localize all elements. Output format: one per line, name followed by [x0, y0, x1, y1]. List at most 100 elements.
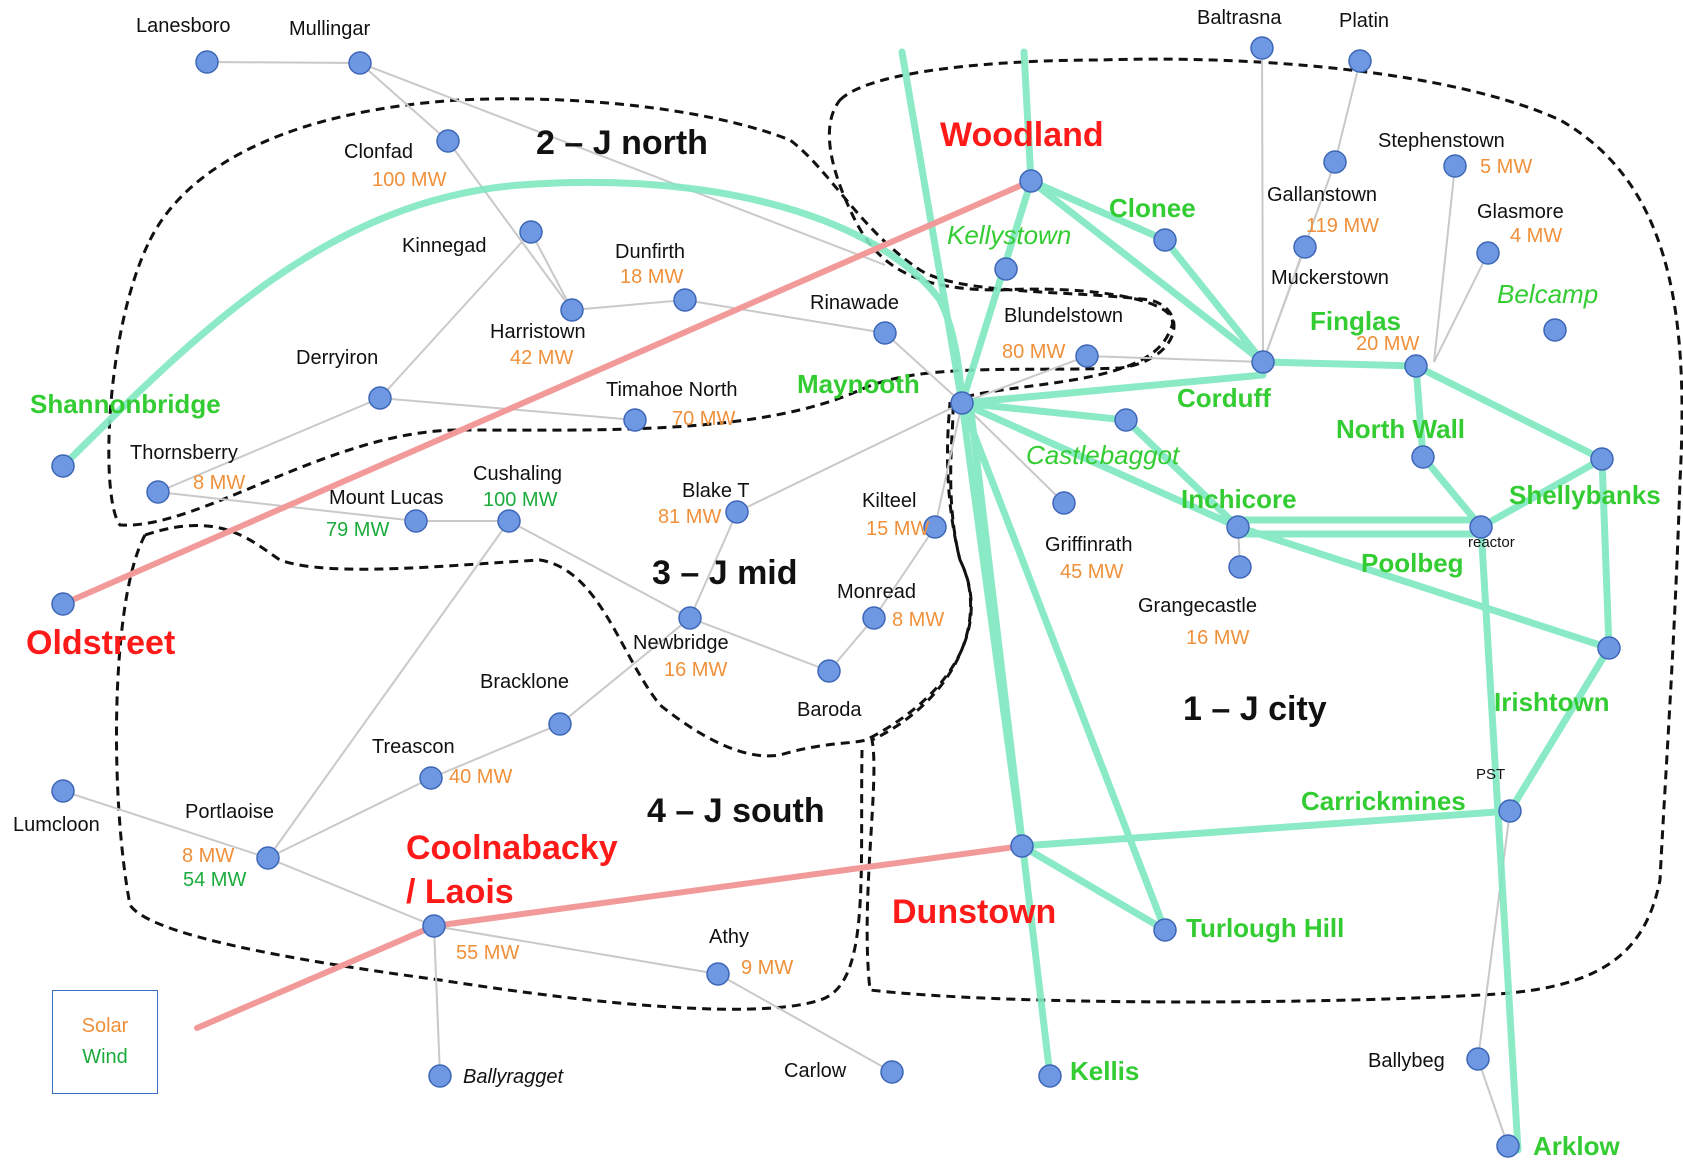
label-poolbeg: Poolbeg — [1361, 548, 1464, 578]
label-kellis: Kellis — [1070, 1056, 1140, 1086]
node-athy — [706, 962, 730, 986]
label-finglas: Finglas — [1310, 306, 1402, 336]
label-arklow: Arklow — [1533, 1131, 1620, 1161]
node-arklow — [1496, 1134, 1520, 1158]
node-poolbeg — [1469, 515, 1493, 539]
node-timahoe — [623, 408, 647, 432]
node-cushaling — [497, 509, 521, 533]
label-kilteel: Kilteel — [862, 490, 917, 512]
label-shannonbridge: Shannonbridge — [30, 389, 221, 419]
label-northwall: North Wall — [1336, 414, 1466, 444]
node-derryiron — [368, 386, 392, 410]
node-thornsberry — [146, 480, 170, 504]
zone-south-boundary — [115, 534, 864, 1011]
label-portlaoise: Portlaoise — [185, 801, 274, 823]
node-finglas — [1404, 354, 1428, 378]
solar-harristown: 42 MW — [510, 347, 574, 369]
label-muckerstown: Muckerstown — [1271, 267, 1389, 289]
solar-dunfirth: 18 MW — [620, 266, 684, 288]
solar-gallanstown: 119 MW — [1306, 215, 1379, 237]
node-monread — [862, 606, 886, 630]
label-reactor: reactor — [1468, 534, 1515, 551]
node-newbridge — [678, 606, 702, 630]
label-blaket: Blake T — [682, 480, 750, 502]
node-griffinrath — [1052, 491, 1076, 515]
label-bracklone: Bracklone — [480, 671, 569, 693]
label-rinawade: Rinawade — [810, 292, 899, 314]
label-griffinrath: Griffinrath — [1045, 534, 1133, 556]
solar-glasmore: 4 MW — [1510, 225, 1563, 247]
solar-grangecastle: 16 MW — [1186, 627, 1250, 649]
label-newbridge: Newbridge — [633, 632, 729, 654]
node-mullingar — [348, 51, 372, 75]
label-lumcloon: Lumcloon — [13, 814, 100, 836]
solar-coolnabacky: 55 MW — [456, 942, 520, 964]
label-gallanstown: Gallanstown — [1267, 184, 1378, 206]
label-kinnegad: Kinnegad — [402, 235, 487, 257]
node-ballybeg — [1466, 1047, 1490, 1071]
node-coolnabacky — [422, 914, 446, 938]
label-clonee: Clonee — [1109, 193, 1196, 223]
node-shellybanks — [1590, 447, 1614, 471]
node-blaket — [725, 500, 749, 524]
solar-blundelstown: 80 MW — [1002, 341, 1066, 363]
label-corduff: Corduff — [1177, 383, 1271, 413]
solar-athy: 9 MW — [741, 957, 794, 979]
zone-label-north: 2 – J north — [536, 124, 708, 162]
label-treascon: Treascon — [372, 736, 455, 758]
node-belcamp — [1543, 318, 1567, 342]
node-lumcloon — [51, 779, 75, 803]
node-irishtown — [1597, 636, 1621, 660]
zone-mid-boundary — [144, 401, 973, 758]
node-inchicore — [1226, 515, 1250, 539]
node-kilteel — [923, 515, 947, 539]
interconnector-lines — [60, 178, 1034, 1031]
solar-clonfad: 100 MW — [372, 169, 447, 191]
label-belcamp: Belcamp — [1497, 279, 1599, 309]
solar-kilteel: 15 MW — [866, 518, 930, 540]
solar-finglas: 20 MW — [1356, 333, 1420, 355]
legend-solar: Solar — [81, 1015, 129, 1037]
node-corduff — [1251, 350, 1275, 374]
solar-stephenstown: 5 MW — [1480, 156, 1533, 178]
legend: Solar Wind — [52, 990, 158, 1094]
label-blundelstown: Blundelstown — [1004, 305, 1123, 327]
zone-boundaries — [107, 57, 1683, 1011]
node-oldstreet — [51, 592, 75, 616]
label-stephenstown: Stephenstown — [1378, 130, 1505, 152]
label-shellybanks: Shellybanks — [1509, 480, 1661, 510]
label-monread: Monread — [837, 581, 916, 603]
label-oldstreet: Oldstreet — [26, 624, 176, 662]
label-derryiron: Derryiron — [296, 347, 379, 369]
node-ballyragget — [428, 1064, 452, 1088]
label-cushaling: Cushaling — [473, 463, 562, 485]
wind-portlaoise: 54 MW — [183, 869, 247, 891]
zone-north-boundary — [107, 97, 1176, 527]
node-harristown — [560, 298, 584, 322]
node-bracklone — [548, 712, 572, 736]
label-maynooth: Maynooth — [797, 369, 920, 399]
node-kellystown — [994, 257, 1018, 281]
hv-lines — [59, 48, 1613, 1154]
solar-treascon: 40 MW — [449, 766, 513, 788]
label-irishtown: Irishtown — [1494, 687, 1610, 717]
zone-label-south: 4 – J south — [647, 792, 825, 830]
node-carlow — [880, 1060, 904, 1084]
label-thornsberry: Thornsberry — [130, 442, 238, 464]
solar-griffinrath: 45 MW — [1060, 561, 1124, 583]
label-platin: Platin — [1339, 10, 1390, 32]
node-portlaoise — [256, 846, 280, 870]
label-kellystown: Kellystown — [947, 220, 1072, 250]
node-glasmore — [1476, 241, 1500, 265]
node-platin — [1348, 49, 1372, 73]
node-grangecastle — [1228, 555, 1252, 579]
node-kellis — [1038, 1064, 1062, 1088]
label-pst: PST — [1476, 766, 1506, 783]
wind-cushaling: 100 MW — [483, 489, 558, 511]
node-castlebaggot — [1114, 408, 1138, 432]
solar-blaket: 81 MW — [658, 506, 722, 528]
label-baltrasna: Baltrasna — [1197, 7, 1282, 29]
legend-wind: Wind — [82, 1046, 128, 1068]
node-gallanstown — [1323, 150, 1347, 174]
